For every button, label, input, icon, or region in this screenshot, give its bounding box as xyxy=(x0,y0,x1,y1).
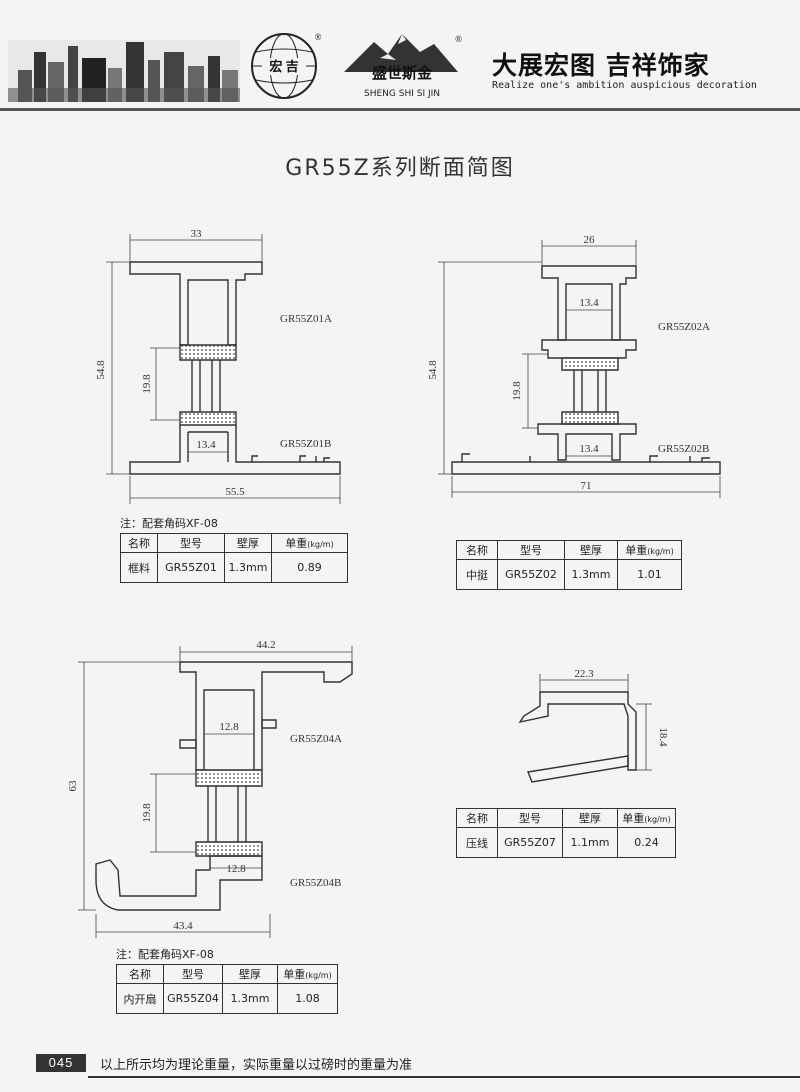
profile-gr55z01-drawing xyxy=(129,261,341,475)
slogan-chinese: 大展宏图 吉祥饰家 xyxy=(492,51,710,80)
dim-height: 63 xyxy=(67,780,79,792)
svg-text:SHENG SHI SI JIN: SHENG SHI SI JIN xyxy=(364,89,440,99)
table-header-name: 名称 xyxy=(116,964,164,984)
table-header-weight: 单重(kg/m) xyxy=(617,540,682,560)
profile-label-a: GR55Z01A xyxy=(280,313,332,325)
dim-width-bottom: 43.4 xyxy=(173,920,193,932)
table-header-name: 名称 xyxy=(456,808,498,828)
dim-height: 54.8 xyxy=(427,360,439,380)
note-corner-key: 注：配套角码XF-08 xyxy=(120,517,218,530)
dim-glass: 19.8 xyxy=(141,803,153,823)
dim-height: 18.4 xyxy=(657,727,669,747)
dim-width: 22.3 xyxy=(574,668,594,680)
dim-width-top: 44.2 xyxy=(256,639,275,651)
footer-divider xyxy=(88,1076,800,1078)
profile-label-b: GR55Z01B xyxy=(280,438,331,450)
table-header-name: 名称 xyxy=(456,540,498,560)
table-header-model: 型号 xyxy=(497,540,565,560)
profile-label-a: GR55Z02A xyxy=(658,321,710,333)
profile-gr55z07-drawing xyxy=(518,691,637,783)
svg-text:®: ® xyxy=(455,34,462,44)
profile-label-b: GR55Z04B xyxy=(290,877,341,889)
dim-inner-top: 13.4 xyxy=(579,297,599,309)
profile-label-a: GR55Z04A xyxy=(290,733,342,745)
table-header-model: 型号 xyxy=(163,964,223,984)
page-title: GR55Z系列断面简图 xyxy=(285,156,515,181)
header: 宏 吉 ® ® 盛世斯金 SHENG SHI SI JIN 大展宏图 吉祥饰家 … xyxy=(0,0,800,112)
profile-gr55z04-drawing xyxy=(95,661,353,911)
table-header-weight: 单重(kg/m) xyxy=(271,533,348,553)
table-header-model: 型号 xyxy=(497,808,563,828)
dim-inner-top: 12.8 xyxy=(219,721,239,733)
svg-text:宏 吉: 宏 吉 xyxy=(269,59,298,74)
footer: 045 以上所示均为理论重量，实际重量以过磅时的重量为准 xyxy=(0,1048,800,1078)
profile-gr55z02-drawing xyxy=(451,265,721,475)
footer-note: 以上所示均为理论重量，实际重量以过磅时的重量为准 xyxy=(100,1058,413,1073)
slogan-english: Realize one's ambition auspicious decora… xyxy=(492,80,757,91)
dim-width-top: 26 xyxy=(584,234,596,246)
page-number: 045 xyxy=(36,1054,86,1072)
table-header-name: 名称 xyxy=(120,533,158,553)
svg-text:®: ® xyxy=(315,32,322,42)
dim-glass: 19.8 xyxy=(141,374,153,394)
dim-width-bottom: 55.5 xyxy=(225,486,245,498)
table-header-thickness: 壁厚 xyxy=(224,533,272,553)
table-header-thickness: 壁厚 xyxy=(564,540,618,560)
dim-glass: 19.8 xyxy=(511,381,523,401)
city-skyline-image xyxy=(8,40,240,102)
table-header-weight: 单重(kg/m) xyxy=(617,808,676,828)
svg-text:盛世斯金: 盛世斯金 xyxy=(372,64,433,82)
note-corner-key: 注：配套角码XF-08 xyxy=(116,948,214,961)
table-header-weight: 单重(kg/m) xyxy=(277,964,338,984)
dim-height: 54.8 xyxy=(95,360,107,380)
profile-label-b: GR55Z02B xyxy=(658,443,709,455)
table-header-model: 型号 xyxy=(157,533,225,553)
dim-width-top: 33 xyxy=(191,228,203,240)
dim-inner-bottom: 12.8 xyxy=(226,863,246,875)
shengshisijin-mountain-logo: ® 盛世斯金 SHENG SHI SI JIN xyxy=(344,34,462,99)
dim-inner-bottom: 13.4 xyxy=(579,443,599,455)
hongji-globe-logo: 宏 吉 ® xyxy=(251,32,322,99)
dim-inner: 13.4 xyxy=(196,439,216,451)
table-header-thickness: 壁厚 xyxy=(562,808,618,828)
header-divider xyxy=(0,108,800,111)
table-header-thickness: 壁厚 xyxy=(222,964,278,984)
dim-width-bottom: 71 xyxy=(581,480,592,492)
